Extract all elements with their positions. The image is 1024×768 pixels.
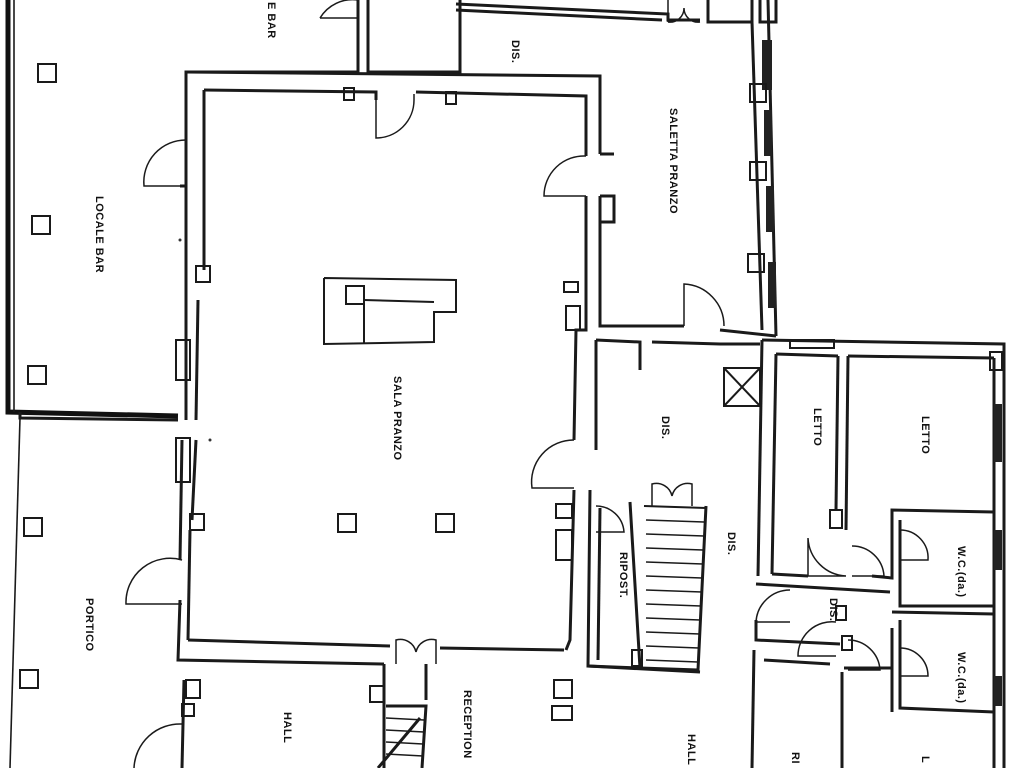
outer-walls-left [5, 0, 179, 768]
label-hall-left: HALL [281, 712, 293, 743]
hall-area [133, 664, 701, 768]
label-portico: PORTICO [83, 598, 95, 652]
sala-pranzo-walls [125, 70, 684, 721]
label-ripost: RIPOST. [617, 552, 629, 598]
label-e-bar: E BAR [265, 2, 277, 39]
label-cut-l: L [919, 756, 931, 763]
saletta-pranzo-walls [595, 0, 778, 370]
stair-treads [645, 519, 705, 663]
label-wc-2: W.C.(da.) [955, 652, 967, 704]
label-saletta-pranzo: SALETTA PRANZO [667, 108, 679, 214]
room-labels: E BAR DIS. SALETTA PRANZO LOCALE BAR SAL… [83, 2, 967, 765]
label-sala-pranzo: SALA PRANZO [391, 376, 403, 461]
label-wc-1: W.C.(da.) [955, 546, 967, 598]
reception-stair [376, 704, 428, 768]
label-dis-right: DIS. [725, 532, 737, 555]
label-dis-small: DIS. [827, 598, 839, 621]
label-reception: RECEPTION [461, 690, 473, 759]
label-hall-right: HALL [685, 734, 697, 765]
label-locale-bar: LOCALE BAR [93, 196, 105, 273]
label-dis-top: DIS. [509, 40, 521, 63]
facade-columns [19, 63, 57, 689]
label-letto-1: LETTO [811, 408, 823, 446]
corridor-and-stairs [594, 340, 761, 672]
bedroom-block [750, 338, 1006, 768]
label-dis-center: DIS. [659, 416, 671, 439]
label-cut-ri: RI [789, 752, 801, 764]
label-letto-2: LETTO [919, 416, 931, 454]
